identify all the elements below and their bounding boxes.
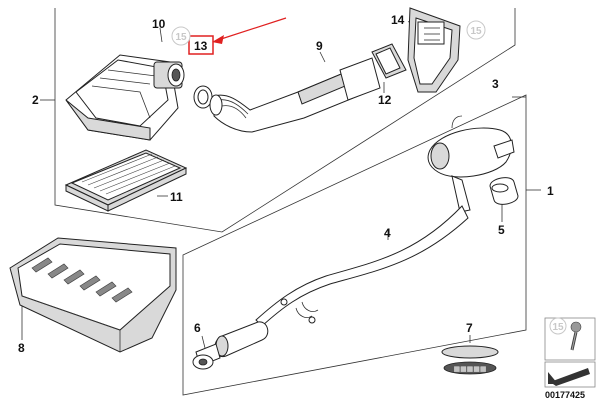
callout-13-highlight-box: [188, 35, 214, 55]
lower-frame: [182, 94, 527, 396]
circle-marker-c: 15: [549, 317, 567, 335]
air-filter-housing[interactable]: [65, 54, 185, 141]
arrow-icon-inset: [544, 361, 596, 388]
catalog-number: 00177425: [545, 390, 585, 400]
callout-13[interactable]: 13: [194, 39, 208, 53]
engine-cover[interactable]: [9, 237, 177, 353]
air-guide-bracket[interactable]: [407, 7, 461, 93]
callout-10[interactable]: 10: [152, 17, 166, 31]
svg-text:▦▦▦▦▦: ▦▦▦▦▦: [453, 366, 486, 373]
rear-silencer[interactable]: [427, 115, 515, 213]
circle-marker-b: 15: [466, 20, 486, 40]
callout-3[interactable]: 3: [492, 77, 499, 91]
callout-4[interactable]: 4: [384, 226, 391, 240]
circle-marker-a: 15: [171, 26, 191, 46]
circle-marker-label: 15: [470, 26, 482, 37]
callout-9[interactable]: 9: [316, 39, 323, 53]
highlight-arrow: [212, 17, 287, 44]
callout-14[interactable]: 14: [391, 13, 405, 27]
tail-pipe-trim[interactable]: [489, 177, 519, 205]
callout-1[interactable]: 1: [547, 184, 554, 198]
callout-7[interactable]: 7: [466, 321, 473, 335]
callout-2[interactable]: 2: [32, 93, 39, 107]
circle-marker-label: 15: [175, 32, 187, 43]
upper-frame: [54, 8, 516, 233]
circle-marker-label: 15: [552, 322, 564, 333]
front-silencer[interactable]: [192, 321, 269, 370]
callout-6[interactable]: 6: [194, 321, 201, 335]
exhaust-pipe[interactable]: [255, 205, 469, 327]
bolt-inset: [544, 317, 596, 361]
intake-seal[interactable]: [371, 43, 407, 79]
callout-12[interactable]: 12: [378, 93, 392, 107]
gasket-ring[interactable]: [193, 85, 213, 109]
gasket-set[interactable]: ▦▦▦▦▦: [441, 345, 499, 375]
callout-11[interactable]: 11: [170, 190, 183, 204]
intake-duct[interactable]: [209, 57, 381, 133]
air-filter-element[interactable]: [64, 149, 188, 212]
callout-5[interactable]: 5: [498, 223, 505, 237]
callout-8[interactable]: 8: [18, 341, 25, 355]
